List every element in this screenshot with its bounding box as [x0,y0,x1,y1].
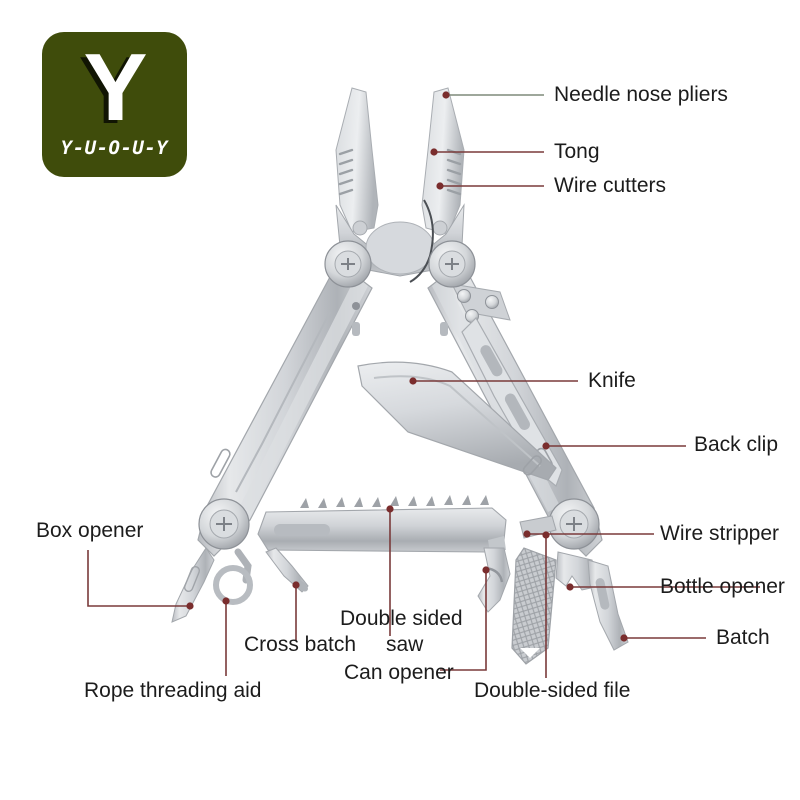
callout-label-batch: Batch [716,626,770,649]
logo-letter-mark: Y [83,34,147,141]
callout-label-double-sided-saw-line2: saw [386,633,424,656]
screw-top-left [324,240,372,288]
callout-label-double-sided-file: Double-sided file [474,679,631,702]
callout-label-box-opener: Box opener [36,519,144,542]
logo-wordmark: Y-U-O-U-Y [60,137,169,159]
callout-label-back-clip: Back clip [694,433,779,456]
callout-label-double-sided-saw-line1: Double sided [340,607,463,630]
callout-label-bottle-opener: Bottle opener [660,575,785,598]
brand-logo: Y Y-U-O-U-Y [42,32,187,177]
callout-label-wire-cutters: Wire cutters [554,174,667,197]
right-handle [427,261,603,557]
callout-label-knife: Knife [588,369,636,392]
pivot-screws [198,240,600,550]
screw-bottom-right [548,498,600,550]
saw-blade [257,495,507,553]
callout-label-needle-nose-pliers: Needle nose pliers [554,83,728,106]
callout-label-can-opener: Can opener [344,661,454,684]
callout-label-cross-batch: Cross batch [244,633,357,656]
left-handle [197,261,373,557]
callout-label-wire-stripper: Wire stripper [660,522,780,545]
left-lower-tools [171,547,309,623]
screw-top-right [428,240,476,288]
callout-label-tong: Tong [554,140,600,163]
knife-blade [357,361,557,481]
screw-bottom-left [198,498,250,550]
callout-label-rope-threading-aid: Rope threading aid [84,679,262,702]
right-lower-tools [477,515,629,665]
